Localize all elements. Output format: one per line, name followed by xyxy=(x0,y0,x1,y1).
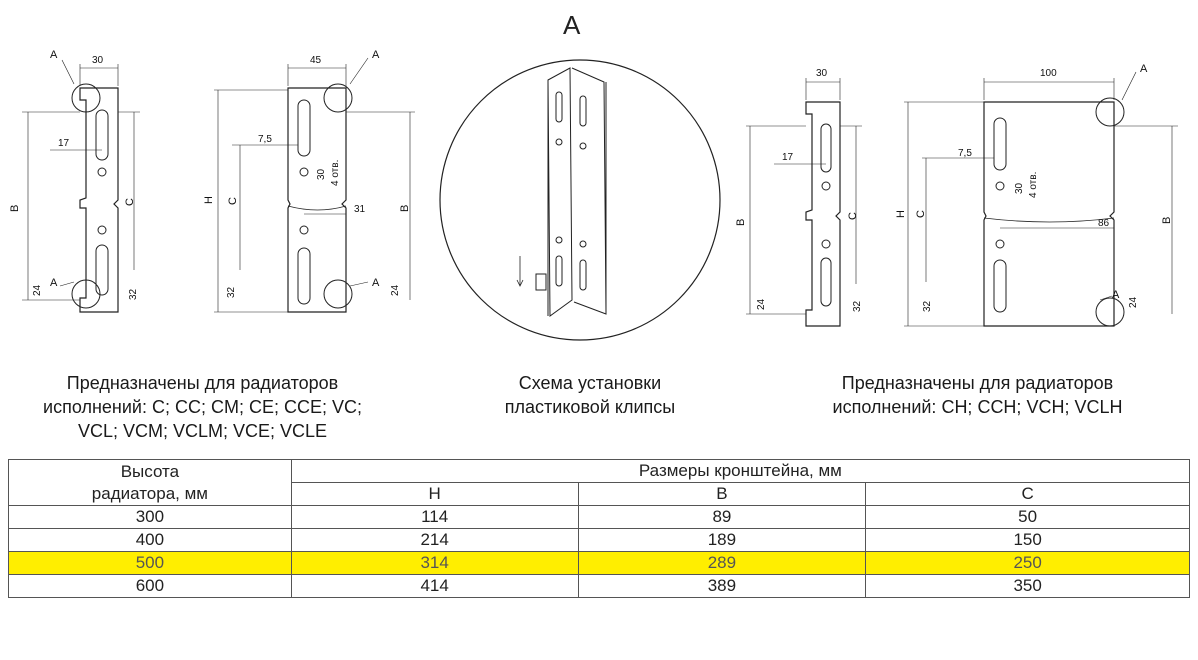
dim-bottom: 24 xyxy=(32,284,43,296)
cell-c: 350 xyxy=(865,574,1190,598)
drawing-left-large: 45 H C B 7,5 30 4 отв. 31 32 24 A A xyxy=(203,49,415,313)
cell-height: 600 xyxy=(8,574,292,598)
callout-a: A xyxy=(372,49,380,61)
header-line: радиатора, мм xyxy=(91,483,208,503)
callout-a-bottom: A xyxy=(372,277,380,289)
cell-c: 50 xyxy=(865,505,1190,529)
dim-width: 30 xyxy=(816,68,828,79)
dim-b: B xyxy=(9,205,21,212)
cell-b: 389 xyxy=(577,574,867,598)
dim-holes: 30 xyxy=(1014,182,1025,194)
caption-line: VCL; VCM; VCLM; VCE; VCLE xyxy=(77,421,328,441)
callout-a-bottom: A xyxy=(1112,289,1120,301)
dim-b: B xyxy=(1161,217,1173,224)
detail-a-title: A xyxy=(563,10,581,40)
table-row-highlighted: 500 314 289 250 xyxy=(8,551,1190,575)
dim-h: H xyxy=(203,196,215,204)
dim-bottom-left: 32 xyxy=(226,286,237,298)
dim-slot: 7,5 xyxy=(258,134,272,145)
cell-height: 500 xyxy=(8,551,292,575)
cell-h: 314 xyxy=(290,551,579,575)
dim-c: C xyxy=(124,198,136,206)
dim-slot: 7,5 xyxy=(958,148,972,159)
drawing-right-small: 30 B C 17 24 32 xyxy=(735,68,863,327)
dim-offset: 31 xyxy=(354,204,366,215)
dim-bottom-left: 32 xyxy=(922,300,933,312)
drawing-clip-detail xyxy=(439,59,721,341)
column-b: B xyxy=(577,482,867,506)
dim-c: C xyxy=(847,212,859,220)
cell-h: 214 xyxy=(290,528,579,552)
dim-c: C xyxy=(915,210,927,218)
technical-drawings: 30 B C 17 24 32 A A 45 H C xyxy=(9,49,1178,341)
header-line: Высота xyxy=(120,461,180,481)
caption-line: пластиковой клипсы xyxy=(504,397,676,417)
header-bracket-dims: Размеры кронштейна, мм xyxy=(290,459,1191,483)
dim-slot: 17 xyxy=(782,152,794,163)
callout-a: A xyxy=(50,49,58,61)
table-row: 300 114 89 50 xyxy=(8,505,1190,529)
cell-b: 189 xyxy=(577,528,867,552)
dim-h: H xyxy=(895,210,907,218)
dim-offset: 86 xyxy=(1098,218,1110,229)
caption-line: Предназначены для радиаторов xyxy=(841,373,1114,393)
dim-width: 45 xyxy=(310,55,322,66)
dim-width: 30 xyxy=(92,55,104,66)
column-c: C xyxy=(865,482,1190,506)
caption-line: исполнений: CH; CCH; VCH; VCLH xyxy=(832,397,1123,417)
holes-note: 4 отв. xyxy=(1028,172,1039,198)
callout-a-bottom: A xyxy=(50,277,58,289)
dim-slot: 17 xyxy=(58,138,70,149)
caption-line: Схема установки xyxy=(518,373,662,393)
dim-holes: 30 xyxy=(316,168,327,180)
dim-b: B xyxy=(399,205,411,212)
dim-bottom-right: 24 xyxy=(1128,296,1139,308)
caption-line: исполнений: C; CC; CM; CE; CCE; VC; xyxy=(43,397,362,417)
dim-width: 100 xyxy=(1040,68,1057,79)
dim-bottom: 24 xyxy=(756,298,767,310)
caption-line: Предназначены для радиаторов xyxy=(66,373,339,393)
bracket-dimensions-table: Высота радиатора, мм Размеры кронштейна,… xyxy=(8,459,1191,598)
dim-c: C xyxy=(227,197,239,205)
cell-b: 289 xyxy=(577,551,867,575)
cell-b: 89 xyxy=(577,505,867,529)
drawing-right-large: 100 H C B 7,5 30 4 отв. 86 32 24 A A xyxy=(895,63,1178,327)
cell-h: 414 xyxy=(290,574,579,598)
dim-b: B xyxy=(735,219,747,226)
cell-height: 300 xyxy=(8,505,292,529)
table-row: 400 214 189 150 xyxy=(8,528,1190,552)
dim-bottom-right: 24 xyxy=(390,284,401,296)
table-row: 600 414 389 350 xyxy=(8,574,1190,598)
dim-bottom-right: 32 xyxy=(852,300,863,312)
cell-height: 400 xyxy=(8,528,292,552)
column-h: H xyxy=(290,482,579,506)
cell-c: 250 xyxy=(865,551,1190,575)
header-radiator-height: Высота радиатора, мм xyxy=(8,459,292,506)
holes-note: 4 отв. xyxy=(330,160,341,186)
cell-c: 150 xyxy=(865,528,1190,552)
callout-a: A xyxy=(1140,63,1148,75)
dim-bottom-right: 32 xyxy=(128,288,139,300)
drawing-left-small: 30 B C 17 24 32 A A xyxy=(9,49,140,313)
caption-right: Предназначены для радиаторов исполнений:… xyxy=(790,371,1165,419)
cell-h: 114 xyxy=(290,505,579,529)
caption-left: Предназначены для радиаторов исполнений:… xyxy=(10,371,395,443)
caption-center: Схема установки пластиковой клипсы xyxy=(460,371,720,419)
